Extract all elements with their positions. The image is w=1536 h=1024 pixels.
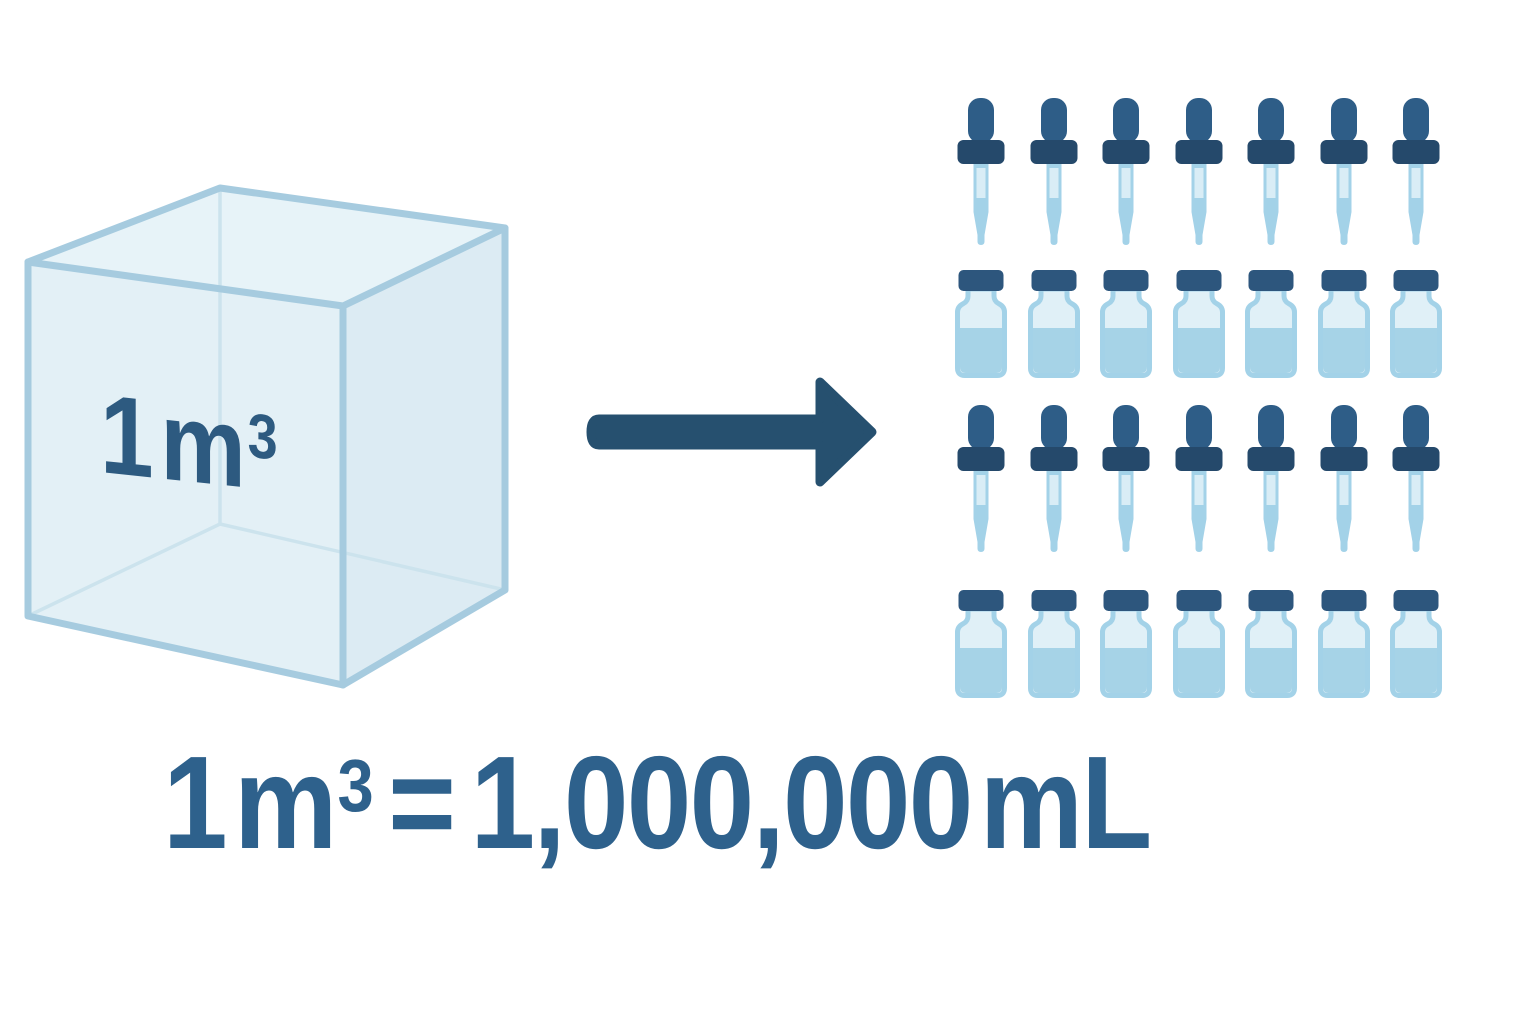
dropper-icon xyxy=(1163,95,1236,245)
dropper-icon xyxy=(1308,95,1381,245)
equation-rhs-unit: mL xyxy=(979,729,1153,876)
conversion-grid xyxy=(945,95,1453,698)
vial-icon xyxy=(1018,590,1091,698)
equation-rhs-value: 1,000,000 xyxy=(470,729,974,876)
dropper-icon xyxy=(1090,95,1163,245)
vial-icon xyxy=(1380,590,1453,698)
vial-icon xyxy=(1018,270,1091,378)
dropper-row xyxy=(945,95,1453,245)
dropper-icon xyxy=(1018,402,1091,552)
vial-row xyxy=(945,590,1453,698)
vial-icon xyxy=(1235,590,1308,698)
dropper-icon xyxy=(1018,95,1091,245)
vial-icon xyxy=(1235,270,1308,378)
vial-icon xyxy=(945,590,1018,698)
equals-sign: = xyxy=(388,729,456,876)
vial-row xyxy=(945,270,1453,378)
dropper-icon xyxy=(1380,402,1453,552)
dropper-icon xyxy=(945,95,1018,245)
vial-icon xyxy=(1090,590,1163,698)
dropper-icon xyxy=(1163,402,1236,552)
vial-icon xyxy=(1308,590,1381,698)
dropper-icon xyxy=(1090,402,1163,552)
vial-icon xyxy=(1380,270,1453,378)
cube-label-value: 1 xyxy=(100,371,154,502)
equation-lhs-exponent: 3 xyxy=(337,744,373,828)
conversion-equation: 1m3=1,000,000mL xyxy=(163,737,1152,869)
vial-icon xyxy=(945,270,1018,378)
vial-icon xyxy=(1090,270,1163,378)
dropper-row xyxy=(945,402,1453,552)
dropper-icon xyxy=(1380,95,1453,245)
dropper-icon xyxy=(1308,402,1381,552)
cube-label-exponent: 3 xyxy=(247,400,278,474)
dropper-icon xyxy=(1235,402,1308,552)
vial-icon xyxy=(1163,590,1236,698)
cube-volume-label: 1m3 xyxy=(100,371,278,512)
vial-icon xyxy=(1308,270,1381,378)
cubic-meter-cube xyxy=(24,184,509,689)
arrow-right-icon xyxy=(586,377,877,487)
dropper-icon xyxy=(945,402,1018,552)
equation-lhs-value: 1 xyxy=(163,729,228,876)
cube-label-unit: m xyxy=(160,377,246,512)
vial-icon xyxy=(1163,270,1236,378)
equation-lhs-unit: m xyxy=(233,729,337,876)
dropper-icon xyxy=(1235,95,1308,245)
